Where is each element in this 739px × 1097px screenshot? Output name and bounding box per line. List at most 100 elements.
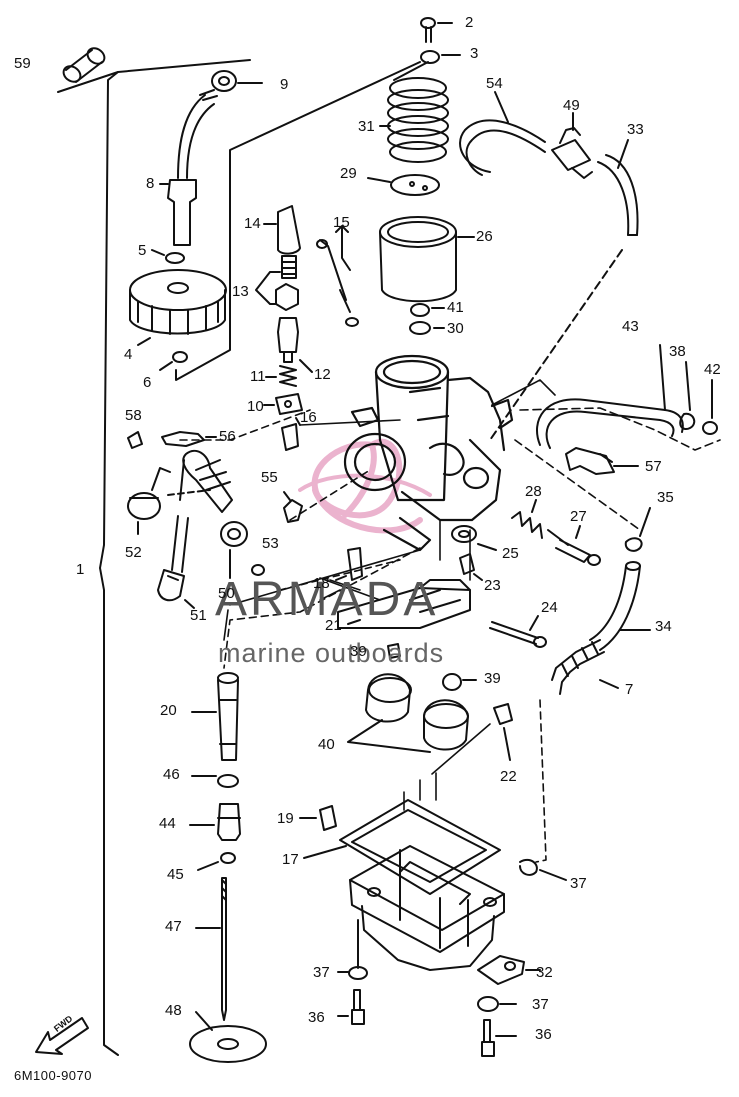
brand-name: ARMADA [215, 573, 439, 626]
callout-59: 59 [14, 55, 31, 72]
fwd-arrow-icon [35, 1017, 89, 1055]
part-7-protector [551, 639, 619, 695]
callout-6: 6 [143, 374, 152, 391]
part-29-plate [367, 174, 440, 196]
part-8-hose [159, 89, 218, 246]
part-37-washer-right [477, 996, 517, 1012]
callout-47: 47 [165, 918, 182, 935]
callout-8: 8 [146, 175, 155, 192]
part-37-washer-left [337, 966, 368, 980]
part-25-washer [451, 525, 497, 551]
part-11-spring [265, 365, 297, 387]
callout-17: 17 [282, 851, 299, 868]
callout-45: 45 [167, 866, 184, 883]
callout-40: 40 [318, 736, 335, 753]
callout-14: 14 [244, 215, 261, 232]
part-22-screw [493, 703, 513, 761]
part-19-plug [299, 805, 337, 831]
part-44-holder [189, 803, 241, 841]
part-15-pilot-screw [316, 225, 359, 327]
callout-54: 54 [486, 75, 503, 92]
callout-25: 25 [502, 545, 519, 562]
part-37-clip-top [519, 858, 567, 881]
callout-1: 1 [76, 561, 85, 578]
callout-5: 5 [138, 242, 147, 259]
brand-tagline: marine outboards [218, 638, 445, 668]
callout-3: 3 [470, 45, 479, 62]
part-46-ring [191, 774, 239, 788]
callout-20: 20 [160, 702, 177, 719]
part-36-screw-left [337, 989, 365, 1025]
part-9-cap [211, 70, 263, 92]
part-18-jet [335, 547, 363, 581]
part-39-cap-b [442, 673, 477, 691]
part-38-clip [679, 361, 696, 430]
part-40-floats [347, 673, 469, 753]
callout-49: 49 [563, 97, 580, 114]
callout-37-right: 37 [570, 875, 587, 892]
callout-19: 19 [277, 810, 294, 827]
part-45-clip [197, 852, 236, 871]
part-59-sleeve [62, 47, 106, 83]
assembly-bracket [57, 59, 251, 1056]
part-5-oring [151, 249, 185, 264]
callout-39-lower: 39 [484, 670, 501, 687]
callout-10: 10 [247, 398, 264, 415]
callout-42: 42 [704, 361, 721, 378]
callout-27: 27 [570, 508, 587, 525]
callout-33: 33 [627, 121, 644, 138]
part-43-hose [536, 344, 684, 449]
part-26-piston [379, 216, 475, 303]
part-number: 6M100-9070 [14, 1068, 92, 1083]
part-14-cap [263, 205, 301, 255]
part-20-throttle-valve [191, 672, 239, 761]
part-57-clamp [565, 447, 639, 475]
part-13-jets [255, 255, 299, 311]
part-30-clip [409, 321, 445, 335]
callout-38: 38 [669, 343, 686, 360]
callout-16: 16 [300, 409, 317, 426]
part-49-connector [551, 112, 593, 179]
part-35-clip [624, 507, 651, 552]
part-53-ring [251, 564, 265, 576]
callout-4: 4 [124, 346, 133, 363]
callout-12: 12 [314, 366, 331, 383]
part-2-screw [420, 17, 453, 43]
part-21-float [337, 579, 471, 629]
part-3-washer [420, 50, 461, 64]
callout-11: 11 [250, 368, 266, 385]
part-41-washer [410, 303, 445, 317]
part-33-hose [489, 139, 639, 441]
callout-44: 44 [159, 815, 176, 832]
callout-29: 29 [340, 165, 357, 182]
part-4-top-cap [129, 269, 227, 346]
part-51-hose [157, 515, 195, 609]
carburetor-body [343, 354, 514, 552]
part-36-screw-right [481, 1019, 517, 1057]
callout-30: 30 [447, 320, 464, 337]
callout-22: 22 [500, 768, 517, 785]
callout-24: 24 [541, 599, 558, 616]
part-54-hose [459, 91, 546, 176]
part-56-fitting [161, 431, 217, 447]
part-10-plate [263, 393, 303, 415]
callout-52: 52 [125, 544, 142, 561]
callout-35: 35 [657, 489, 674, 506]
part-34-hose [589, 561, 651, 651]
callout-39-upper: 39 [350, 643, 367, 660]
callout-46: 46 [163, 766, 180, 783]
callout-37-bottom: 37 [532, 996, 549, 1013]
part-50-nut [220, 521, 248, 579]
callout-41: 41 [447, 299, 464, 316]
part-48-washer [189, 1011, 267, 1063]
part-12-needle-jet [277, 317, 313, 373]
callout-32: 32 [536, 964, 553, 981]
part-47-needle [195, 877, 227, 1021]
callout-21: 21 [325, 617, 342, 634]
part-fuel-valve [179, 449, 233, 513]
part-42-washer [702, 379, 718, 435]
callout-50: 50 [218, 585, 235, 602]
part-16-screw [281, 417, 301, 451]
callout-55: 55 [261, 469, 278, 486]
